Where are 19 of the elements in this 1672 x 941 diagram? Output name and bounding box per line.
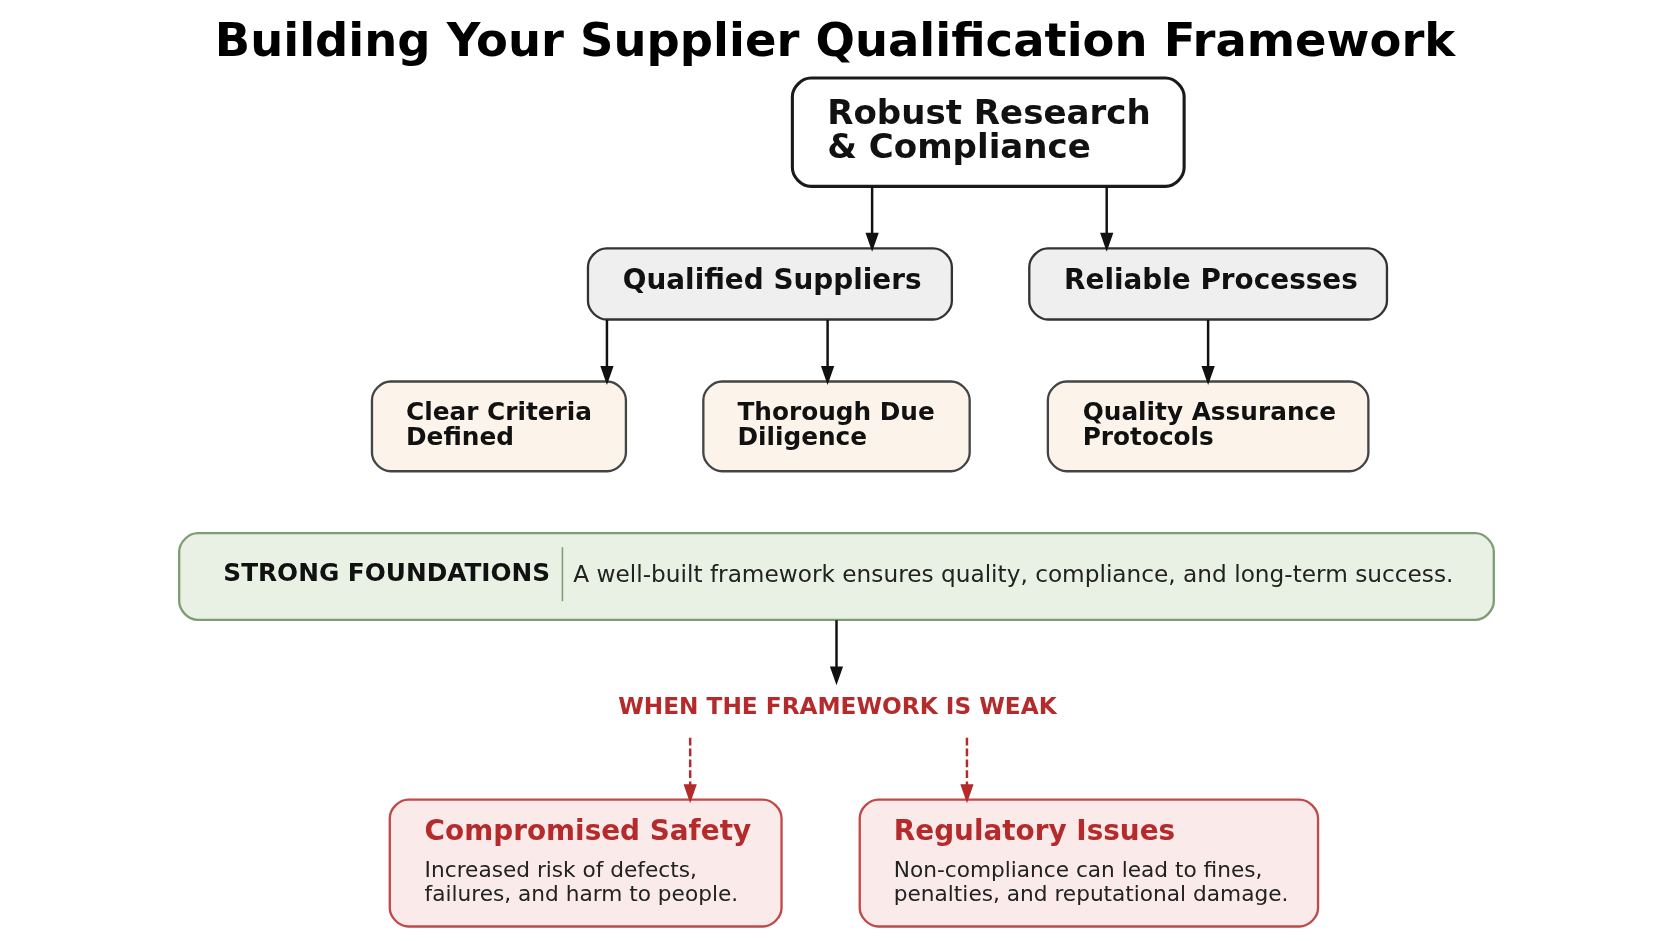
node-box: Quality Assurance Protocols (1046, 380, 1370, 473)
arrow (865, 186, 879, 252)
node-box: STRONG FOUNDATIONS A well-built framework ensures quality, compliance, and long-term success. (177, 532, 1495, 622)
node-box: Reliable Processes (1027, 247, 1388, 321)
node-box: Clear Criteria Defined (370, 380, 627, 473)
arrow (959, 737, 974, 804)
node-box: Robust Research & Compliance (790, 76, 1186, 188)
node-text: WHEN THE FRAMEWORK IS WEAK (617, 692, 1057, 720)
diagram-title: Building Your Supplier Qualification Framework (214, 13, 1455, 68)
node-box: Regulatory Issues Non-compliance can lead to fines, penalties, and reputational damage. (858, 798, 1319, 928)
node-box: Compromised Safety Increased risk of defects, failures, and harm to people. (388, 798, 783, 928)
arrow (1099, 186, 1113, 252)
node-box: Thorough Due Diligence (701, 380, 971, 473)
arrow (599, 319, 614, 385)
arrow (683, 737, 697, 804)
node-box: Qualified Suppliers (586, 247, 953, 321)
arrow (1201, 319, 1215, 385)
arrow (829, 620, 843, 686)
arrow (820, 319, 834, 385)
